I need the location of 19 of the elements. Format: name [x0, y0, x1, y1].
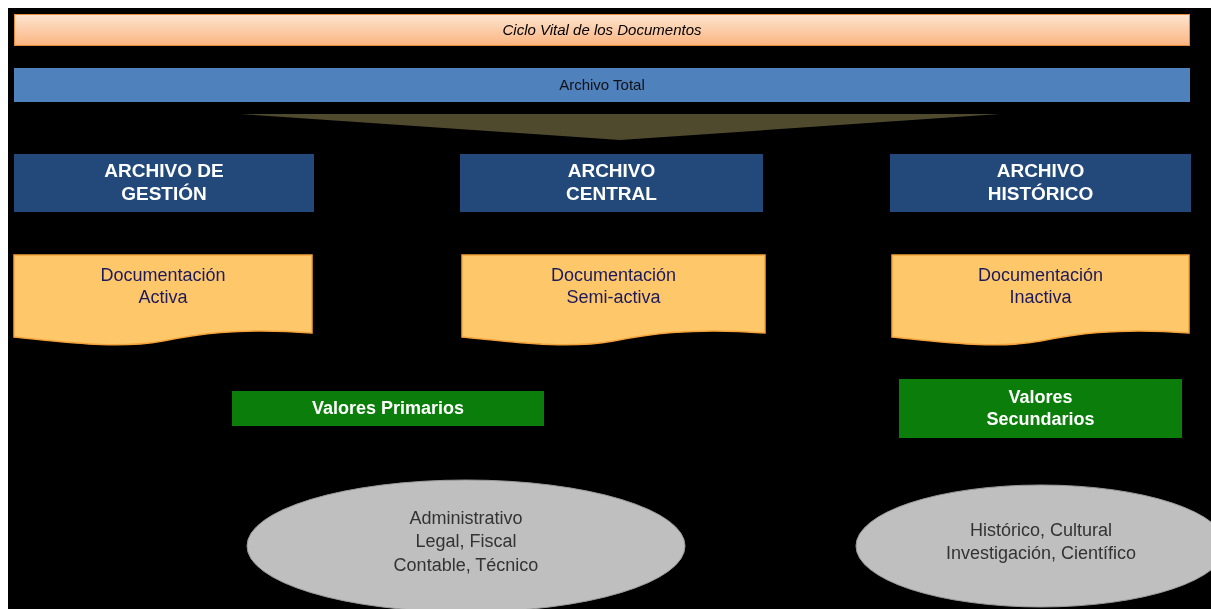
value-label: Valores Primarios: [311, 397, 465, 420]
archive-bar: [14, 68, 1190, 102]
value-box: [232, 391, 544, 426]
value-label: Valores Secundarios: [985, 386, 1096, 431]
archive-box: [460, 154, 763, 212]
archive-box: [890, 154, 1191, 212]
ellipse-label: Administrativo Legal, Fiscal Contable, Técnico: [392, 506, 540, 577]
document-label: Documentación Activa: [99, 265, 227, 309]
title-banner: [14, 14, 1190, 46]
document-label: Documentación Inactiva: [976, 265, 1105, 309]
archive-title: ARCHIVO DE GESTIÓN: [103, 160, 225, 206]
value-box: [899, 379, 1182, 438]
archive-title: ARCHIVO CENTRAL: [565, 160, 658, 206]
archive-box: [14, 154, 314, 212]
archive-title: ARCHIVO HISTÓRICO: [986, 160, 1095, 206]
document-label: Documentación Semi-activa: [549, 265, 678, 309]
bar-label: Archivo Total: [559, 76, 645, 94]
ellipse-label: Histórico, Cultural Investigación, Científico: [944, 518, 1138, 565]
banner-label: Ciclo Vital de los Documentos: [502, 21, 702, 39]
